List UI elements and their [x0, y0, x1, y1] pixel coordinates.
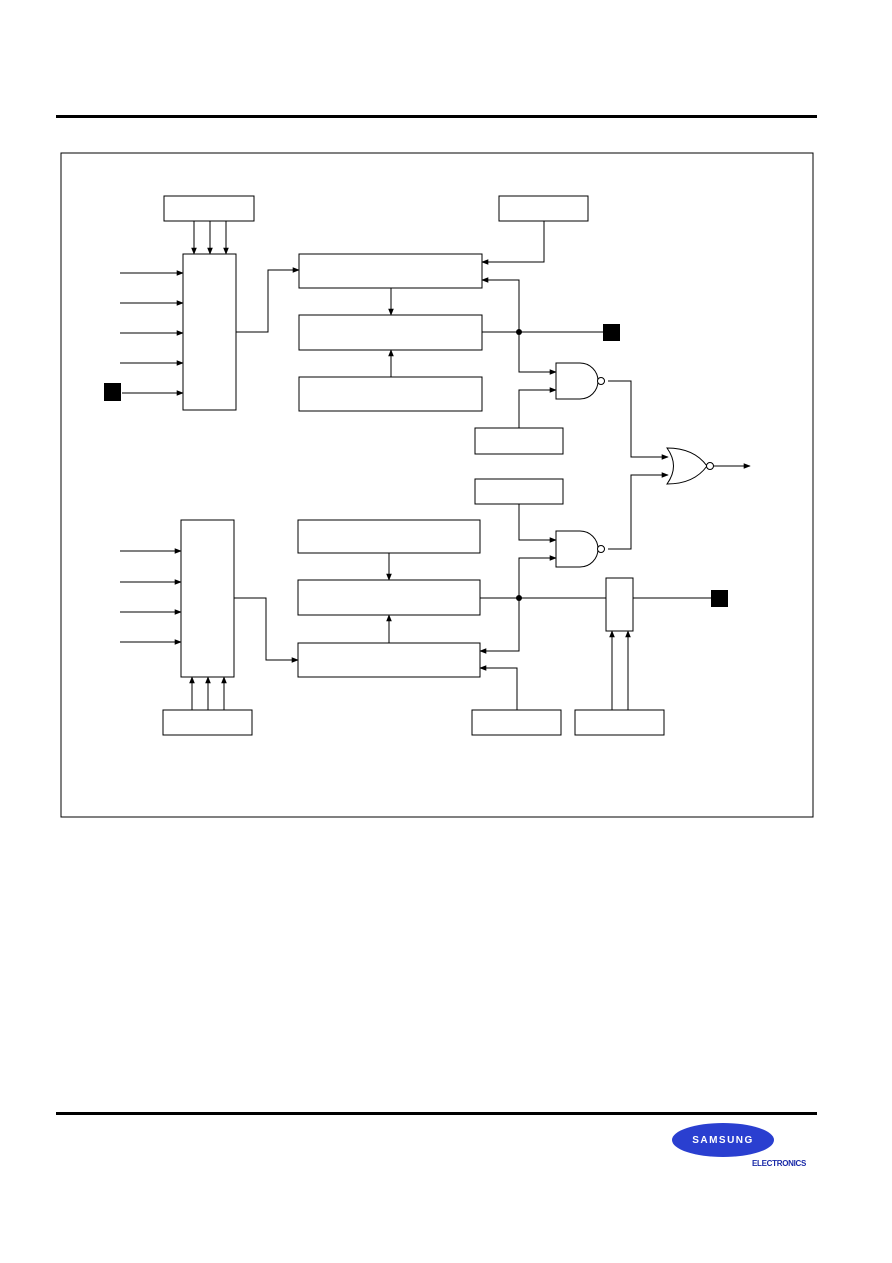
buffer-ctrl	[574, 709, 665, 736]
output-pin-bottom	[711, 590, 728, 607]
bot-select-ctrl	[162, 709, 253, 736]
right-ctrl-to-reg	[481, 221, 545, 265]
footer-rule	[56, 1112, 817, 1115]
junction-top	[516, 329, 522, 335]
top-right-ctrl	[498, 195, 589, 222]
bot-data-reg	[297, 519, 481, 554]
junction-bottom	[516, 595, 522, 601]
input-pin-left	[104, 383, 121, 401]
top-mux	[182, 253, 237, 411]
bright-ctrl-to-reg	[479, 665, 518, 710]
bot-mux	[180, 519, 235, 678]
top-ctrl-reg	[298, 253, 483, 289]
output-pin-top	[603, 324, 620, 341]
samsung-logo-oval: SAMSUNG	[672, 1123, 774, 1157]
nand2-ctrl-line	[518, 504, 557, 543]
nand1-ctrl	[474, 427, 564, 455]
feedback-top	[481, 277, 520, 332]
bmux-to-ctrl	[234, 597, 299, 663]
diagram-frame	[60, 152, 814, 818]
header-rule	[56, 115, 817, 118]
nand1-ctrl-line	[518, 387, 557, 428]
top-data-reg	[298, 376, 483, 412]
bot-counter	[297, 579, 481, 616]
top-to-nand	[518, 332, 557, 375]
nand2-to-nor	[608, 472, 669, 550]
bot-right-ctrl	[471, 709, 562, 736]
feedback-bottom	[479, 598, 520, 654]
top-select-ctrl	[163, 195, 255, 222]
nand-bottom	[555, 530, 605, 568]
logo-division: ELECTRONICS	[752, 1159, 807, 1168]
nand2-ctrl	[474, 478, 564, 505]
top-counter	[298, 314, 483, 351]
bot-ctrl-reg	[297, 642, 481, 678]
nand1-to-nor	[608, 380, 669, 460]
samsung-logo: SAMSUNG ELECTRONICS	[672, 1123, 814, 1171]
mux-to-ctrl	[236, 267, 300, 333]
nor-output	[666, 447, 714, 485]
nand-top	[555, 362, 605, 400]
bot-to-nand	[518, 555, 557, 598]
output-buffer	[605, 577, 634, 632]
logo-brand: SAMSUNG	[692, 1134, 754, 1146]
